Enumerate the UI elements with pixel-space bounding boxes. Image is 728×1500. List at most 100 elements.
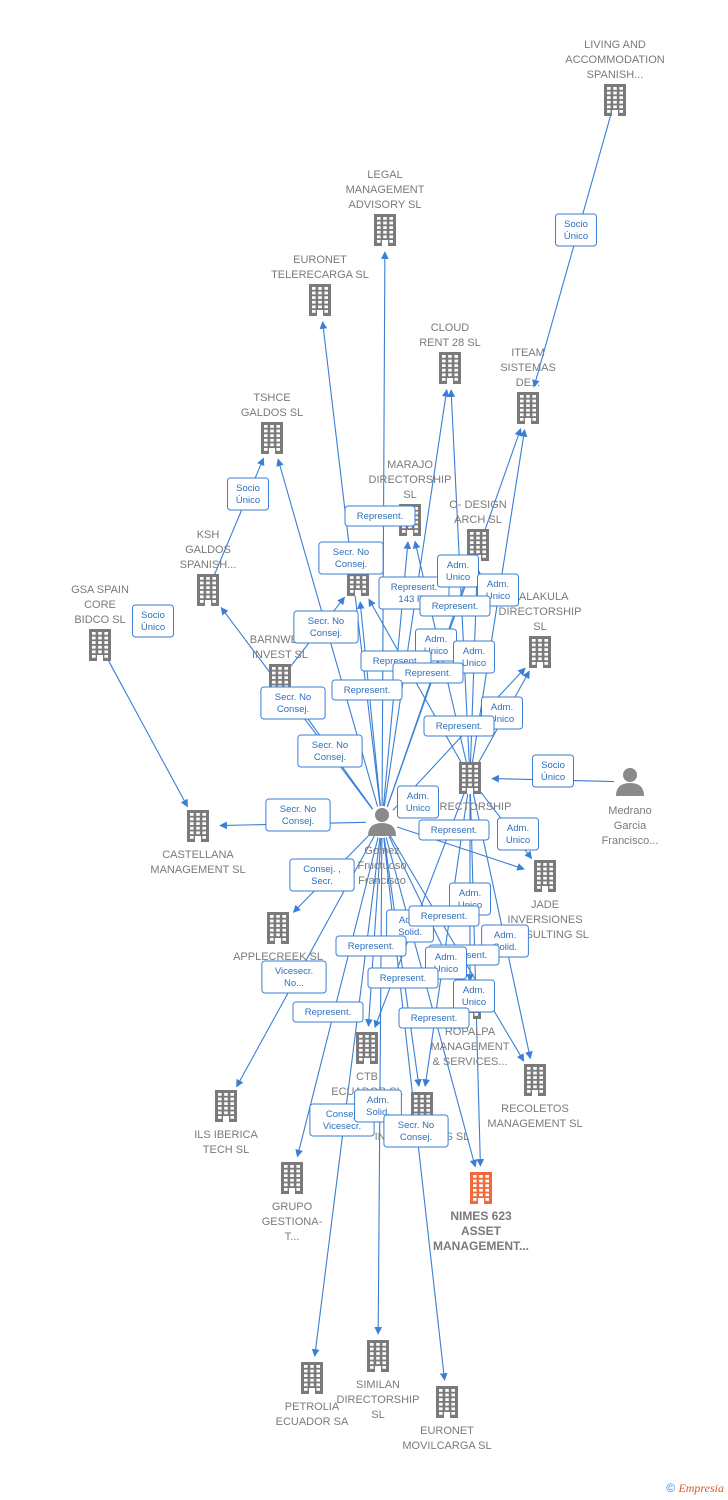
node-medrano[interactable]: MedranoGarciaFrancisco... — [602, 768, 659, 847]
edge-label-text: Represent. — [357, 511, 403, 522]
node-grupo[interactable]: GRUPOGESTIONA-T... — [262, 1162, 323, 1243]
node-ils[interactable]: ILS IBERICA TECH SL — [194, 1090, 258, 1156]
node-label: Francisco... — [602, 835, 659, 847]
node-directorship[interactable]: DIRECTORSHIP — [429, 762, 512, 813]
person-icon — [616, 768, 644, 796]
edge-label-text: Unico — [434, 964, 458, 975]
edge-label: Represent. — [344, 505, 416, 527]
node-ctb[interactable]: CTBECUADOR SL — [331, 1032, 403, 1098]
node-label: DIRECTORSHIP — [337, 1394, 420, 1406]
person-icon — [368, 808, 396, 836]
edge-label: Represent. — [367, 967, 439, 989]
edge-label-text: Secr. No — [308, 616, 344, 627]
edge-label-text: Unico — [406, 803, 430, 814]
edge-label-text: Unico — [486, 591, 510, 602]
edge-label-text: Represent. — [391, 582, 437, 593]
edge-gomez-cnwl — [357, 601, 381, 807]
edge-label: Represent. — [331, 679, 403, 701]
edge-label-text: Represent. — [305, 1007, 351, 1018]
node-label: DE... — [516, 377, 540, 389]
node-ksh[interactable]: KSHGALDOSSPANISH... — [180, 529, 237, 606]
edge-gomez-similan — [374, 837, 383, 1335]
edge-label-text: Unico — [506, 835, 530, 846]
edge-label-text: Adm. — [367, 1095, 389, 1106]
node-label: Francisco — [358, 875, 406, 887]
edge-label-text: Represent. — [436, 721, 482, 732]
building-icon — [197, 574, 219, 606]
node-label: LIVING AND — [584, 39, 646, 51]
edge-label-text: Adm. — [459, 888, 481, 899]
edge-label-text: Socio — [236, 483, 260, 494]
building-icon — [301, 1362, 323, 1394]
node-label: T... — [285, 1231, 300, 1243]
edge-label-text: Único — [541, 772, 565, 783]
edge-label-text: Represent. — [405, 668, 451, 679]
edge-label-text: Represent. — [373, 656, 419, 667]
edge-label-text: Vicesecr. — [323, 1121, 361, 1132]
node-label: MANAGEMENT SL — [487, 1118, 582, 1130]
node-label: INVEST SL — [252, 649, 308, 661]
node-label: SISTEMAS — [500, 362, 556, 374]
edge-label-text: Adm. — [447, 560, 469, 571]
node-label: Medrano — [608, 805, 651, 817]
node-label: APPLECREEK SL — [233, 951, 323, 963]
node-label: RECOLETOS — [501, 1103, 569, 1115]
building-icon — [309, 284, 331, 316]
edge-directorship-investments — [422, 793, 469, 1087]
edge-label-text: Adm. — [463, 985, 485, 996]
building-icon — [281, 1162, 303, 1194]
building-icon — [534, 860, 556, 892]
node-label: SL — [403, 489, 416, 501]
edge-label-text: Unico — [462, 658, 486, 669]
edge-label: Represent. — [418, 819, 490, 841]
edge-label-text: Unico — [446, 572, 470, 583]
node-label: NIMES 623 — [450, 1209, 512, 1223]
edge-label-text: Secr. No — [312, 740, 348, 751]
node-label: SIMILAN — [356, 1379, 400, 1391]
edge-label-text: Represent. — [344, 685, 390, 696]
node-label: CTB — [356, 1071, 378, 1083]
building-icon — [261, 422, 283, 454]
node-label: GALDOS — [185, 544, 231, 556]
node-nimes[interactable]: NIMES 623ASSETMANAGEMENT... — [433, 1172, 529, 1253]
edge-label-text: 143 F... — [398, 594, 429, 605]
edge-label: Represent. — [398, 1007, 470, 1029]
node-label: SPANISH... — [587, 69, 644, 81]
edge-label-text: Adm. — [507, 823, 529, 834]
node-label: TECH SL — [203, 1144, 249, 1156]
node-label: LEGAL — [367, 169, 402, 181]
node-label: KSH — [197, 529, 220, 541]
node-label: Fructuoso — [358, 860, 407, 872]
node-recoletos[interactable]: RECOLETOS MANAGEMENT SL — [487, 1064, 583, 1130]
node-iteam[interactable]: ITEAMSISTEMASDE... — [500, 347, 556, 424]
edge-gsa-castellana — [107, 658, 189, 808]
edge-label-text: Socio — [141, 610, 165, 621]
node-living[interactable]: LIVING ANDACCOMMODATIONSPANISH... — [565, 39, 665, 116]
node-label: ARCH SL — [454, 514, 502, 526]
node-label: DIRECTORSHIP — [429, 801, 512, 813]
edge-gomez-nimes — [385, 837, 478, 1168]
edge-label-text: Vicesecr. — [275, 966, 313, 977]
edge-label-text: Socio — [564, 219, 588, 230]
edge-label-text: Solid. — [398, 927, 422, 938]
edge-label-text: Consej. — [314, 752, 346, 763]
node-applecreek[interactable]: APPLECREEK SL — [233, 912, 323, 963]
edge-label: Represent. — [335, 935, 407, 957]
node-label: ILS IBERICA — [194, 1129, 258, 1141]
